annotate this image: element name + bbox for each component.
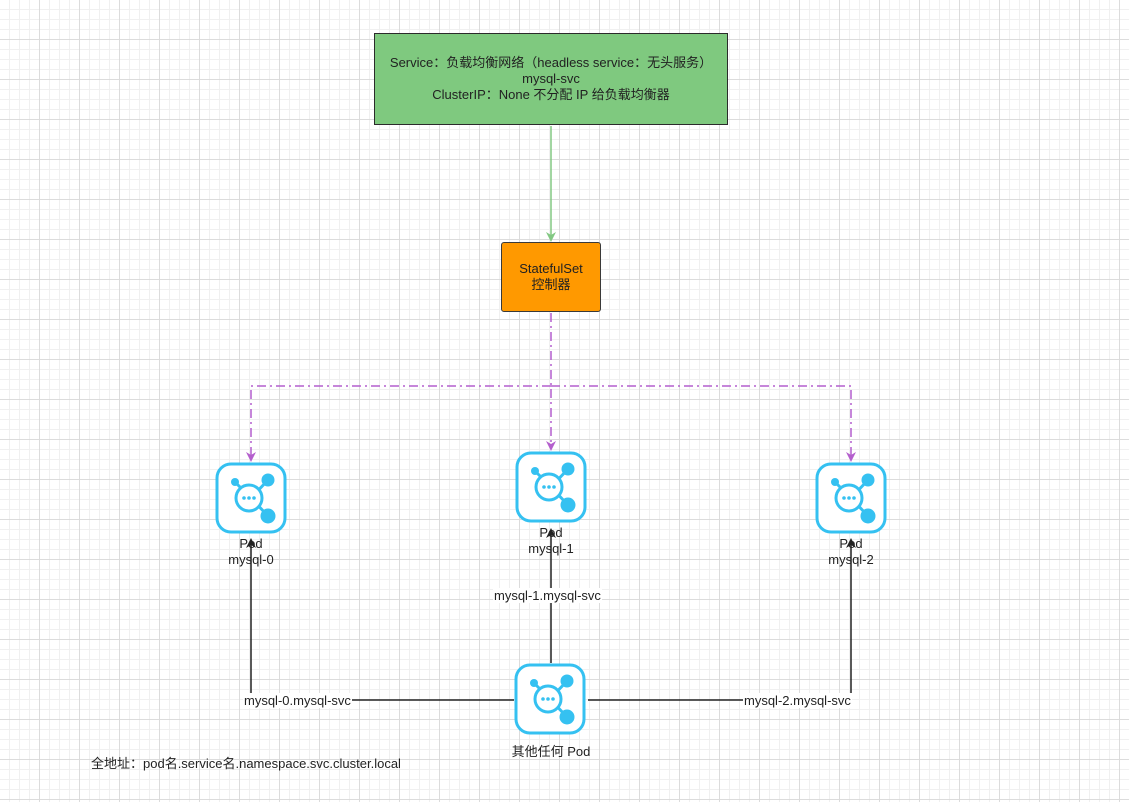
pod-icon — [515, 451, 587, 523]
pod-label-mysql-0: Pod mysql-0 — [181, 536, 321, 568]
other-pod-label: 其他任何 Pod — [481, 744, 621, 760]
pod-label-mysql-1: Pod mysql-1 — [481, 525, 621, 557]
statefulset-subtitle: 控制器 — [531, 277, 571, 292]
pod-icon — [815, 462, 887, 534]
other-pod-icon — [514, 663, 586, 735]
pod-label-mysql-2: Pod mysql-2 — [781, 536, 921, 568]
statefulset-title: StatefulSet — [519, 261, 583, 276]
statefulset-box: StatefulSet 控制器 — [501, 242, 601, 312]
pod-name: mysql-0 — [228, 552, 274, 567]
statefulset-to-pods-arrows — [246, 313, 856, 462]
edge-label-mysql-1: mysql-1.mysql-svc — [493, 588, 602, 603]
service-title: Service：负载均衡网络（headless service：无头服务） — [389, 55, 713, 70]
pod-icon — [215, 462, 287, 534]
edge-label-mysql-0: mysql-0.mysql-svc — [243, 693, 352, 708]
pod-type: Pod — [839, 536, 863, 551]
service-box: Service：负载均衡网络（headless service：无头服务） my… — [374, 33, 728, 125]
other-pod-name: 其他任何 Pod — [511, 744, 591, 759]
pod-name: mysql-1 — [528, 541, 574, 556]
pod-type: Pod — [239, 536, 263, 551]
service-clusterip: ClusterIP：None 不分配 IP 给负载均衡器 — [432, 87, 670, 102]
pod-name: mysql-2 — [828, 552, 874, 567]
footnote-full-address: 全地址：pod名.service名.namespace.svc.cluster.… — [91, 756, 401, 771]
service-name: mysql-svc — [522, 71, 580, 86]
edge-label-mysql-2: mysql-2.mysql-svc — [743, 693, 852, 708]
pod-type: Pod — [539, 525, 563, 540]
